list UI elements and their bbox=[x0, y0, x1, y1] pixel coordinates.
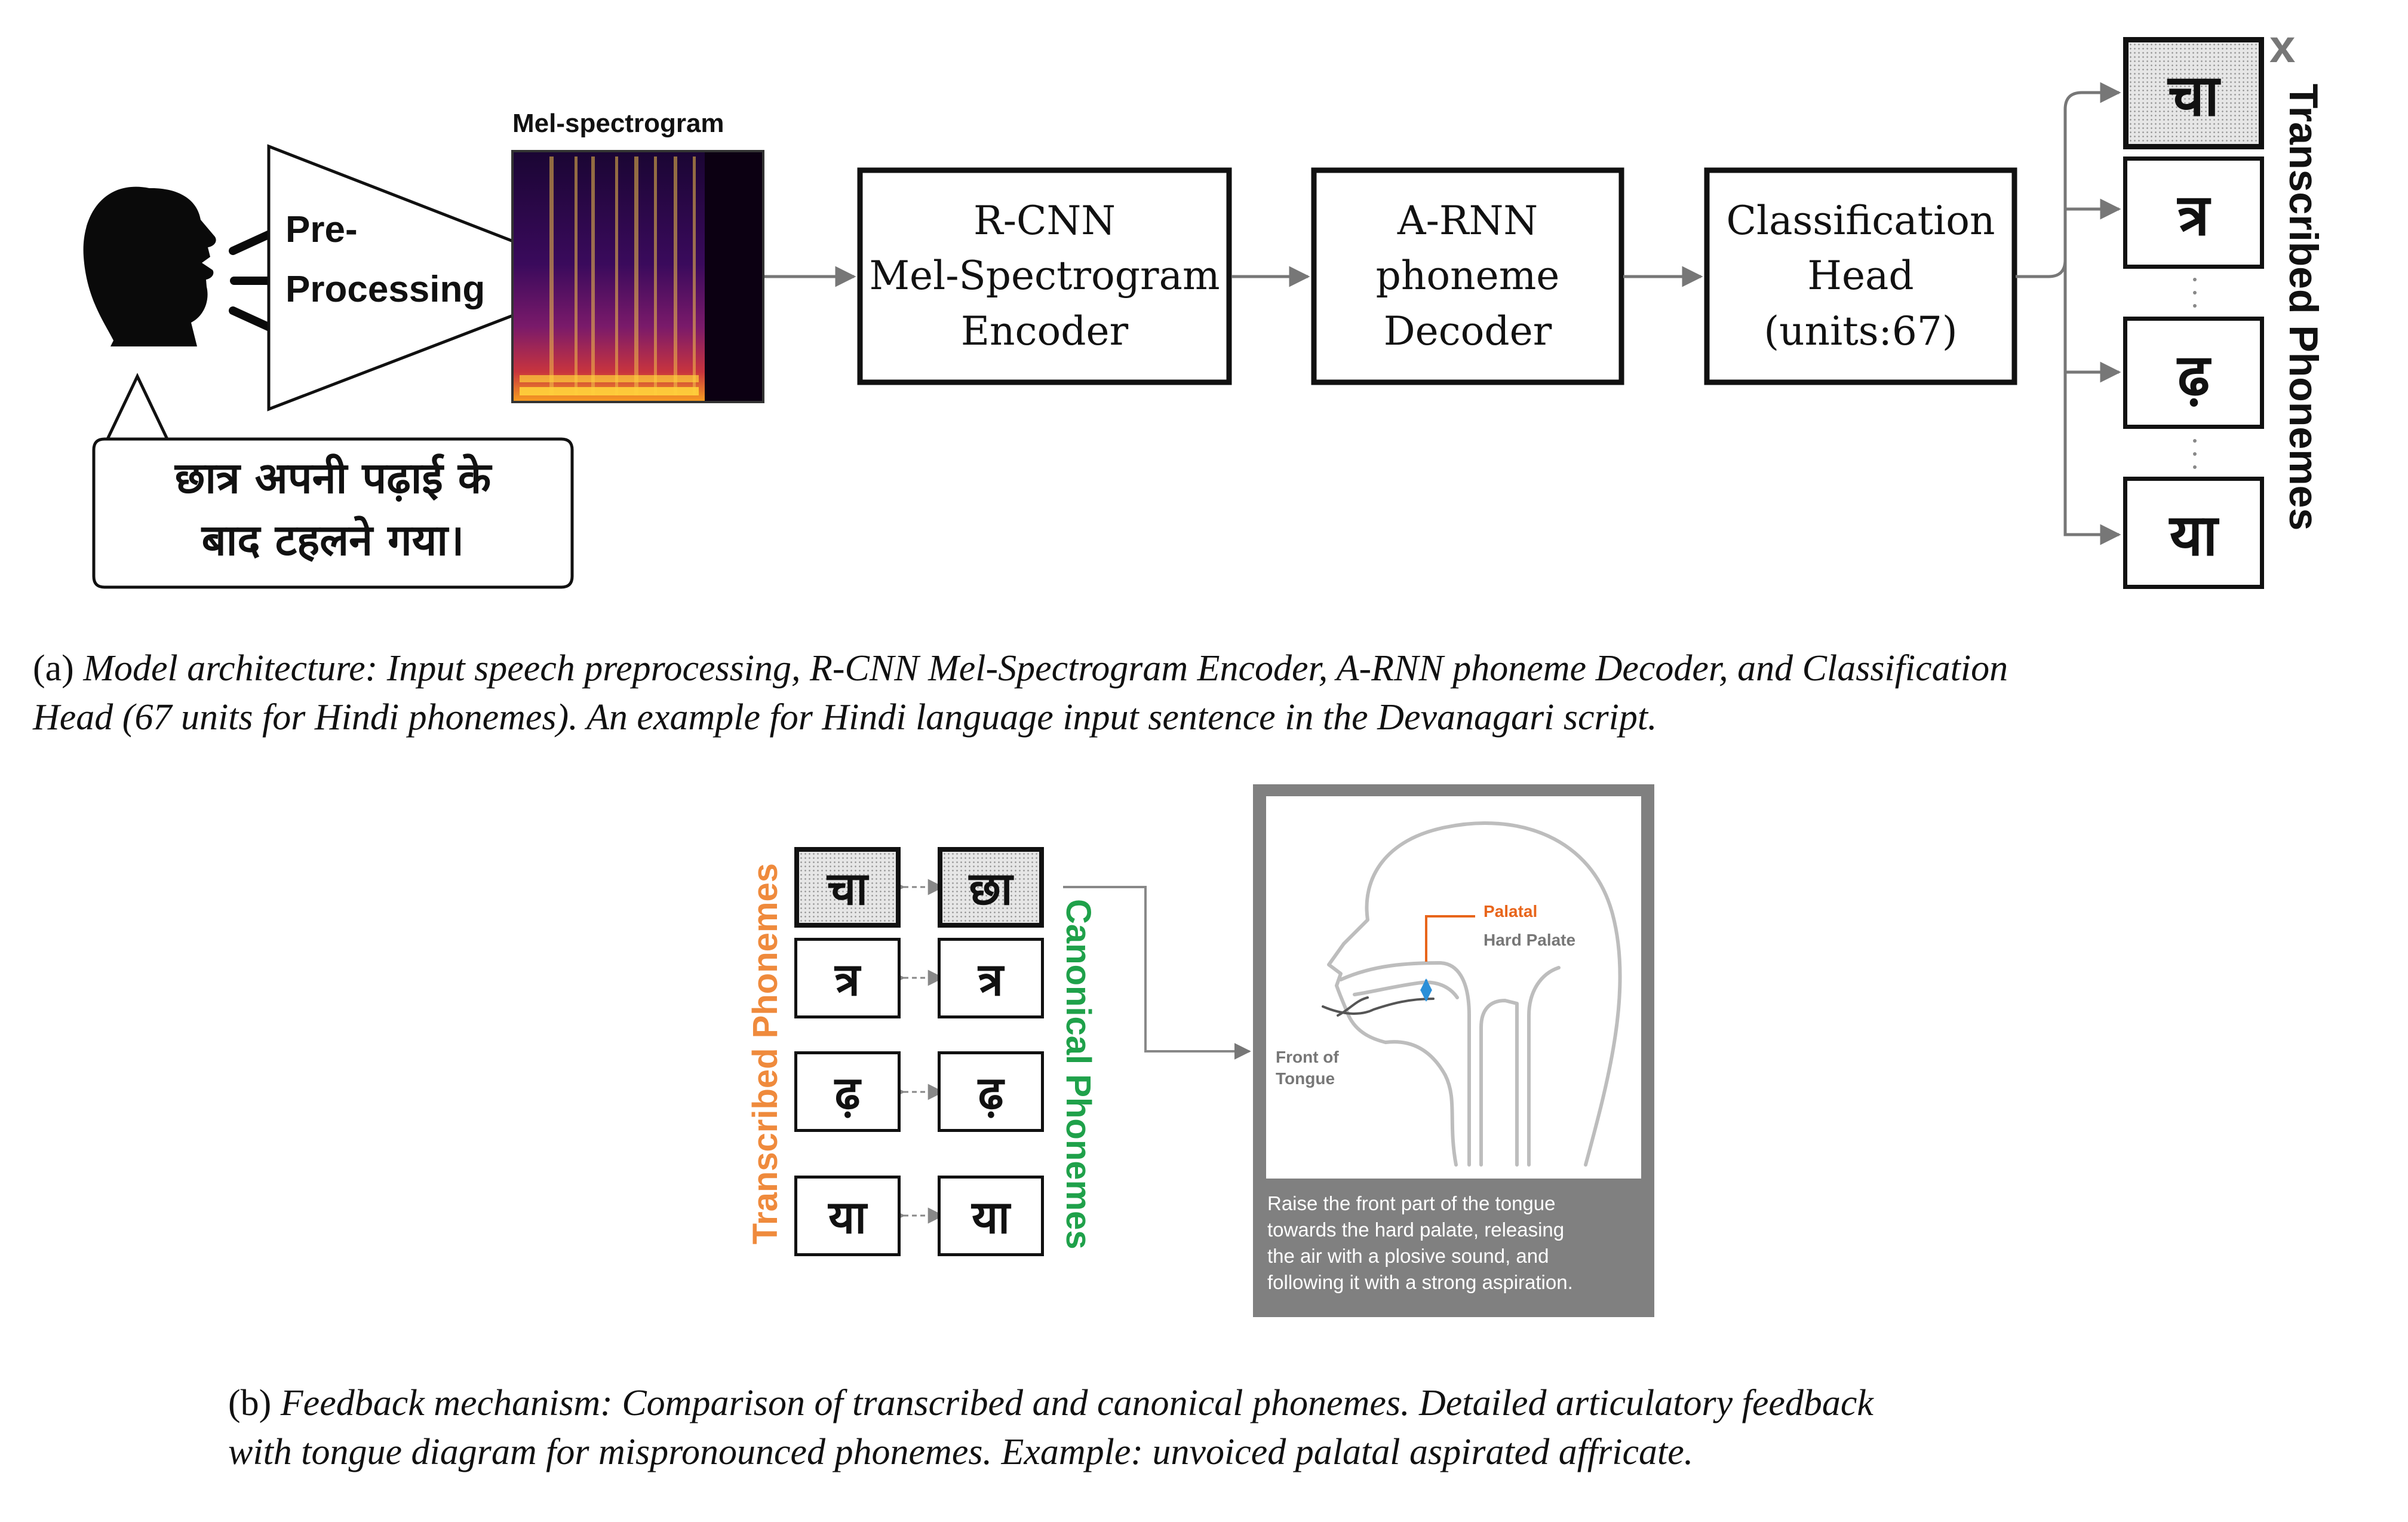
caption-b-text-2: with tongue diagram for mispronounced ph… bbox=[228, 1432, 1694, 1472]
front-of-tongue-label: Front of Tongue bbox=[1276, 1047, 1339, 1090]
caption-a-text-2: Head (67 units for Hindi phonemes). An e… bbox=[33, 697, 1657, 738]
output-phoneme-2: त्र bbox=[2123, 157, 2264, 269]
speech-line-1: छात्र अपनी पढ़ाई के bbox=[174, 453, 492, 503]
transcribed-phonemes-vertical-label: Transcribed Phonemes bbox=[2281, 84, 2326, 531]
caption-b: (b) Feedback mechanism: Comparison of tr… bbox=[228, 1379, 2378, 1477]
spectrogram-title: Mel-spectrogram bbox=[512, 109, 724, 138]
caption-a: (a) Model architecture: Input speech pre… bbox=[33, 644, 2380, 742]
hard-palate-label: Hard Palate bbox=[1484, 931, 1576, 949]
caption-b-line-1: (b) Feedback mechanism: Comparison of tr… bbox=[228, 1379, 2378, 1428]
caption-b-text-1: Feedback mechanism: Comparison of transc… bbox=[280, 1383, 1873, 1423]
encoder-line-2: Mel-Spectrogram bbox=[869, 253, 1220, 299]
head-line-3: (units:67) bbox=[1764, 308, 1958, 354]
encoder-line-1: R-CNN bbox=[973, 197, 1116, 244]
caption-a-text-1: Model architecture: Input speech preproc… bbox=[83, 648, 2008, 689]
speaking-head-icon bbox=[83, 186, 216, 346]
decoder-line-1: A-RNN bbox=[1397, 197, 1538, 244]
decoder-box: A-RNN phoneme Decoder bbox=[1314, 170, 1621, 382]
encoder-line-3: Encoder bbox=[960, 308, 1129, 354]
front-of-tongue-line-2: Tongue bbox=[1276, 1069, 1335, 1088]
canonical-phoneme-1: छा bbox=[938, 847, 1044, 928]
caption-a-line-1: (a) Model architecture: Input speech pre… bbox=[33, 644, 2380, 693]
head-line-1: Classification bbox=[1726, 197, 1995, 244]
caption-b-prefix: (b) bbox=[228, 1383, 272, 1423]
head-box-frame bbox=[1704, 167, 2017, 385]
transcribed-phoneme-4: या bbox=[794, 1176, 901, 1256]
decoder-box-frame bbox=[1311, 167, 1624, 385]
preprocessing-line-2: Processing bbox=[285, 269, 486, 310]
encoder-box: R-CNN Mel-Spectrogram Encoder bbox=[860, 170, 1229, 382]
decoder-line-3: Decoder bbox=[1383, 308, 1552, 354]
speech-bubble-shape bbox=[92, 373, 574, 589]
classification-head-box: Classification Head (units:67) bbox=[1707, 170, 2014, 382]
canonical-phoneme-2: त्र bbox=[938, 938, 1044, 1018]
caption-a-line-2: Head (67 units for Hindi phonemes). An e… bbox=[33, 693, 2380, 742]
decoder-line-2: phoneme bbox=[1375, 253, 1560, 299]
transcribed-phoneme-3: ढ़ bbox=[794, 1051, 901, 1132]
instruction-line-2: towards the hard palate, releasing bbox=[1267, 1219, 1565, 1241]
transcribed-phoneme-2: त्र bbox=[794, 938, 901, 1018]
canonical-phoneme-3: ढ़ bbox=[938, 1051, 1044, 1132]
head-line-2: Head bbox=[1807, 253, 1914, 299]
tongue-diagram bbox=[1327, 821, 1622, 1167]
caption-a-prefix: (a) bbox=[33, 648, 74, 689]
canonical-label-b: Canonical Phonemes bbox=[1059, 899, 1098, 1250]
output-phoneme-4: या bbox=[2123, 477, 2264, 589]
articulation-instruction: Raise the front part of the tongue towar… bbox=[1267, 1190, 1650, 1296]
canonical-phoneme-4: या bbox=[938, 1176, 1044, 1256]
transcribed-phoneme-1: चा bbox=[794, 847, 901, 928]
encoder-box-frame bbox=[857, 167, 1232, 385]
preprocessing-line-1: Pre- bbox=[285, 209, 358, 250]
mispronounced-x-mark: x bbox=[2269, 20, 2296, 72]
speech-bubble-text: छात्र अपनी पढ़ाई के बाद टहलने गया। bbox=[94, 447, 572, 571]
mel-spectrogram-image bbox=[511, 150, 764, 403]
caption-b-line-2: with tongue diagram for mispronounced ph… bbox=[228, 1428, 2378, 1477]
transcribed-label-b: Transcribed Phonemes bbox=[746, 863, 785, 1245]
output-phoneme-3: ढ़ bbox=[2123, 317, 2264, 429]
speech-line-2: बाद टहलने गया। bbox=[201, 515, 465, 565]
instruction-line-3: the air with a plosive sound, and bbox=[1267, 1245, 1549, 1267]
palatal-label: Palatal bbox=[1484, 902, 1538, 920]
output-phoneme-1: चा bbox=[2123, 37, 2264, 149]
front-of-tongue-line-1: Front of bbox=[1276, 1048, 1339, 1066]
preprocessing-label: Pre- Processing bbox=[285, 200, 524, 320]
instruction-line-4: following it with a strong aspiration. bbox=[1267, 1271, 1573, 1293]
instruction-line-1: Raise the front part of the tongue bbox=[1267, 1192, 1556, 1214]
